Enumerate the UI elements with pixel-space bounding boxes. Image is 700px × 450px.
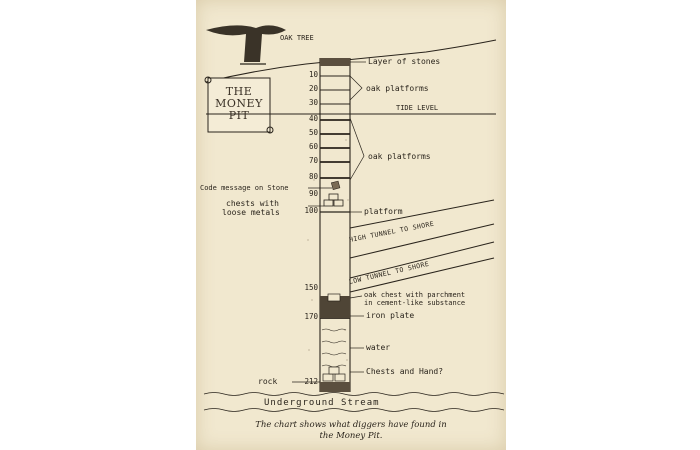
platform-label: platform bbox=[364, 207, 403, 216]
underground-stream-label: Underground Stream bbox=[264, 398, 380, 408]
depth-label: 40 bbox=[308, 114, 318, 123]
oak-platforms-lower-label: oak platforms bbox=[368, 152, 431, 161]
code-message-label: Code message on Stone bbox=[200, 184, 289, 192]
book-page: THE MONEY PIT OAK TREE Layer of stones o… bbox=[196, 0, 506, 450]
chests-icon bbox=[323, 193, 344, 207]
money-pit-diagram bbox=[203, 25, 505, 412]
depth-label: 100 bbox=[304, 206, 318, 215]
oak-chest-label-2: in cement-like substance bbox=[364, 299, 466, 307]
chests-loose-label-2: loose metals bbox=[222, 208, 280, 217]
oak-chest-label-1: oak chest with parchment bbox=[364, 291, 466, 299]
figure-caption: The chart shows what diggers have found … bbox=[206, 420, 496, 442]
chests-and-hand-label: Chests and Hand? bbox=[366, 367, 444, 376]
depth-label: 20 bbox=[308, 84, 318, 93]
underground-stream-lines bbox=[203, 392, 505, 412]
oak-platforms-upper-label: oak platforms bbox=[366, 84, 429, 93]
depth-label: 80 bbox=[308, 172, 318, 181]
bottom-chests-icon bbox=[322, 366, 346, 382]
dirt-stipple bbox=[307, 119, 349, 361]
depth-label: 60 bbox=[308, 142, 318, 151]
scroll-title-line1: THE bbox=[225, 85, 253, 98]
cement-block bbox=[320, 296, 350, 318]
scroll-title-line2: MONEY bbox=[215, 97, 263, 110]
high-tunnel bbox=[349, 199, 495, 259]
depth-label: 212 bbox=[304, 377, 318, 386]
ground-line bbox=[205, 39, 497, 83]
rock-layer bbox=[320, 382, 350, 392]
depth-label: 50 bbox=[308, 128, 318, 137]
water-lines bbox=[321, 328, 347, 368]
depth-label: 90 bbox=[308, 189, 318, 198]
code-stone-icon bbox=[330, 180, 341, 191]
platform-lines bbox=[320, 75, 350, 319]
caption-line1: The chart shows what diggers have found … bbox=[255, 420, 447, 430]
water-label: water bbox=[366, 343, 391, 352]
oak-tree-icon bbox=[206, 25, 286, 65]
low-tunnel bbox=[349, 241, 495, 293]
depth-label: 30 bbox=[308, 98, 318, 107]
scroll-banner-icon bbox=[204, 76, 274, 134]
rock-label: rock bbox=[258, 377, 278, 386]
caption-line2: the Money Pit. bbox=[319, 431, 383, 441]
oak-chest-icon bbox=[327, 293, 341, 302]
tide-level-label: TIDE LEVEL bbox=[396, 104, 439, 112]
chests-loose-label-1: chests with bbox=[226, 199, 279, 208]
layer-of-stones-label: Layer of stones bbox=[368, 57, 441, 66]
depth-label: 70 bbox=[308, 156, 318, 165]
depth-label: 150 bbox=[304, 283, 318, 292]
scroll-title-line3: PIT bbox=[228, 109, 250, 122]
stone-layer bbox=[320, 58, 350, 66]
oak-tree-label: OAK TREE bbox=[280, 34, 314, 42]
leader-lines bbox=[292, 61, 366, 383]
depth-label: 170 bbox=[304, 312, 318, 321]
iron-plate-label: iron plate bbox=[366, 311, 415, 320]
scroll-title: THE MONEY PIT bbox=[210, 86, 268, 122]
depth-label: 10 bbox=[308, 70, 318, 79]
